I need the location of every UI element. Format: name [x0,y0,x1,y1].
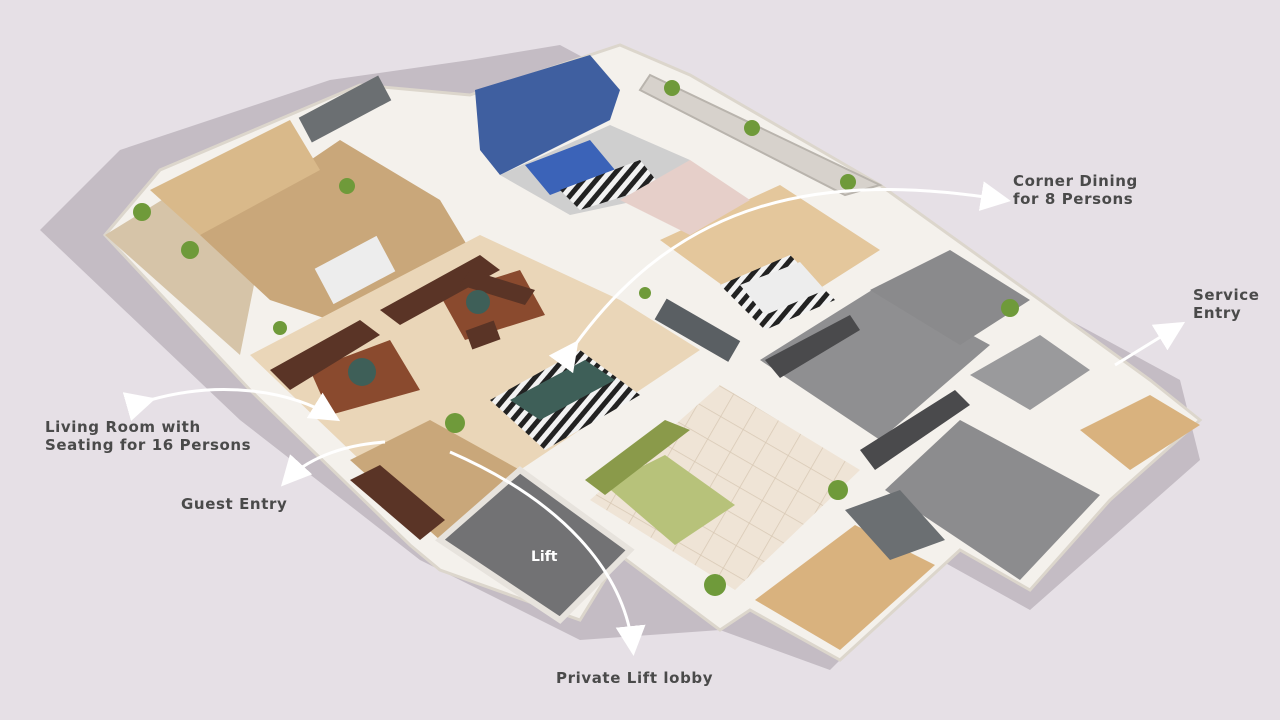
service-room [1080,395,1200,470]
callout-private-lift-lobby-text: Private Lift lobby [556,669,714,687]
bottom-wardrobe [845,490,945,560]
dining-table [510,360,615,420]
left-terrace [105,195,255,355]
top-left-study [150,120,320,235]
callout-living-room-line1: Living Room with [45,418,201,436]
green-headboard [585,420,690,495]
arrow-private-lift-lobby [449,450,646,656]
lift-shaft [435,466,635,624]
callout-corner-dining: Corner Dining for 8 Persons [1013,172,1138,208]
callout-living-room-line2: Seating for 16 Persons [45,436,252,454]
callout-corner-dining-line1: Corner Dining [1013,172,1138,190]
blue-bedroom [475,55,620,175]
living-sofa-3 [460,270,535,305]
callout-service-entry: Service Entry [1193,286,1260,322]
bottom-bedroom [590,385,860,590]
arrow-corner-dining [548,181,1011,374]
grey-shaft [885,420,1100,580]
wardrobe-top-left [298,75,392,143]
arrow-living-room [122,388,341,422]
living-sofa-1 [270,320,380,390]
living-ottoman [465,320,501,350]
arrow-guest-entry [280,440,386,487]
foyer-sofa [350,465,445,540]
callout-private-lift-lobby: Private Lift lobby [556,669,713,687]
callout-guest-entry-text: Guest Entry [181,495,288,513]
callout-service-entry-line2: Entry [1193,304,1242,322]
kitchen-counter-2 [860,390,970,470]
callout-living-room: Living Room with Seating for 16 Persons [45,418,251,454]
green-bed [605,455,735,545]
blue-bed [525,140,615,195]
callout-guest-entry: Guest Entry [181,495,287,513]
living-table-1 [348,358,376,386]
lift-label: Lift [531,549,558,565]
callout-corner-dining-line2: for 8 Persons [1013,190,1134,208]
arrow-service-entry [1114,321,1186,367]
bed-top-left [314,235,396,305]
top-left-bedroom [200,140,470,320]
living-table-2 [466,290,490,314]
callout-service-entry-line1: Service [1193,286,1260,304]
service-passage [970,335,1090,410]
guest-foyer [350,420,520,540]
